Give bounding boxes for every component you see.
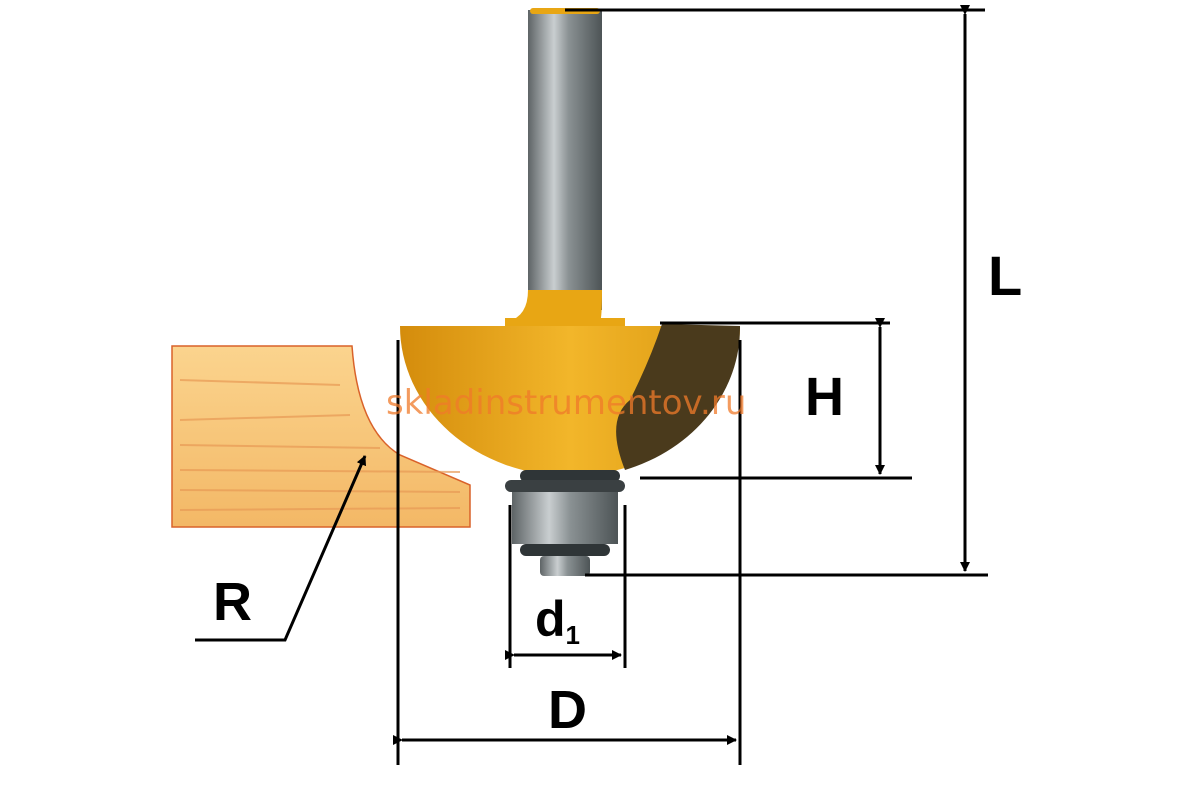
watermark: skladinstrumentov.ru: [386, 383, 746, 423]
label-R: R: [213, 572, 252, 632]
carbide-blade: [616, 324, 741, 470]
cutter-head: [400, 290, 741, 476]
dimension-lines: [195, 5, 988, 765]
label-D: D: [548, 680, 587, 740]
label-L: L: [988, 244, 1022, 307]
label-H: H: [805, 367, 844, 427]
wood-workpiece: [171, 345, 471, 528]
shank: [528, 10, 602, 310]
label-d1: d1: [535, 591, 580, 650]
bearing: [505, 470, 625, 576]
